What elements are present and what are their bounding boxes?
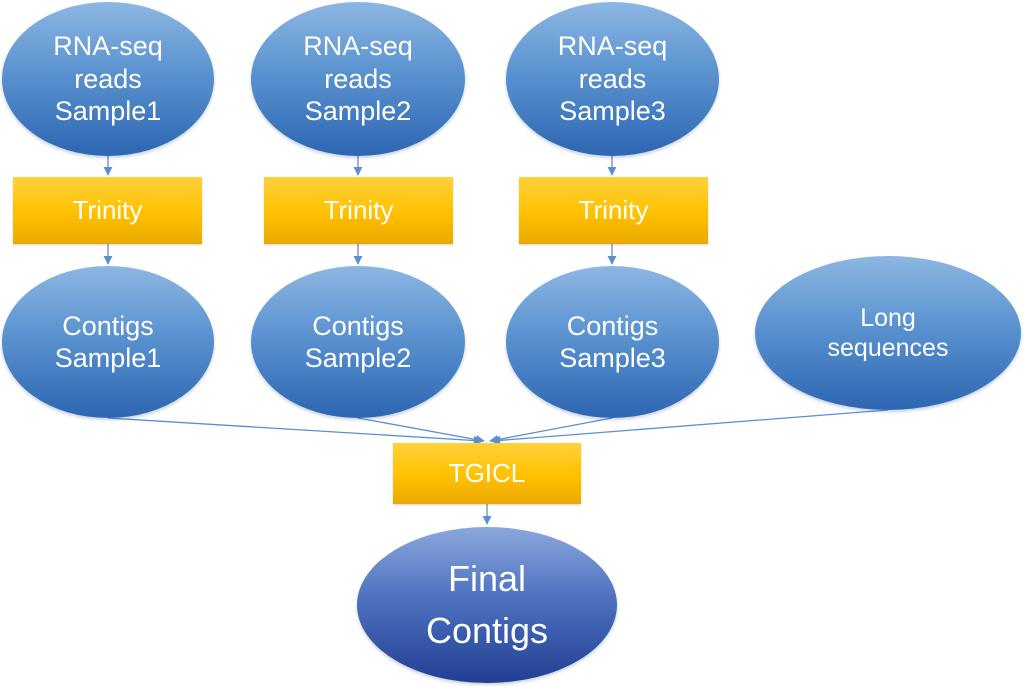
final-contigs-line1: Final xyxy=(447,557,527,599)
long-sequences-node: Long sequences xyxy=(755,256,1021,410)
arrow-long-tgicl xyxy=(491,409,889,445)
reads-sample3-line1: RNA-seq xyxy=(557,31,668,62)
final-contigs-node: Final Contigs xyxy=(357,527,617,683)
arrow-contigs3-tgicl xyxy=(489,417,613,444)
contigs-sample1-node: Contigs Sample1 xyxy=(2,266,214,418)
trinity-box-3: Trinity xyxy=(519,177,708,244)
contigs-sample3-node: Contigs Sample3 xyxy=(506,266,719,418)
arrow-contigs2-tgicl xyxy=(357,417,485,445)
reads-sample3-line2: reads xyxy=(578,63,647,94)
reads-sample1-line3: Sample1 xyxy=(54,96,162,127)
trinity-2-label: Trinity xyxy=(323,194,394,225)
final-contigs-line2: Contigs xyxy=(425,610,549,651)
tgicl-label: TGICL xyxy=(448,457,526,488)
trinity-3-label: Trinity xyxy=(578,194,649,225)
reads-sample2-line1: RNA-seq xyxy=(303,31,413,62)
reads-sample1-line1: RNA-seq xyxy=(53,31,163,62)
reads-sample1-node: RNA-seq reads Sample1 xyxy=(2,2,214,156)
trinity-box-1: Trinity xyxy=(13,177,202,244)
trinity-1-label: Trinity xyxy=(72,194,143,225)
reads-sample3-line3: Sample3 xyxy=(559,96,666,127)
contigs-sample1-line1: Contigs xyxy=(62,310,154,341)
trinity-box-2: Trinity xyxy=(264,177,453,244)
contigs-sample1-line2: Sample1 xyxy=(54,343,162,373)
long-sequences-line1: Long xyxy=(860,304,916,332)
contigs-sample3-line2: Sample3 xyxy=(559,343,666,373)
reads-sample3-node: RNA-seq reads Sample3 xyxy=(506,2,719,156)
tgicl-box: TGICL xyxy=(393,443,581,504)
reads-sample2-line2: reads xyxy=(324,63,392,94)
contigs-sample2-line2: Sample2 xyxy=(304,343,412,373)
contigs-sample2-line1: Contigs xyxy=(312,310,404,341)
reads-sample1-line2: reads xyxy=(74,63,142,94)
contigs-sample2-node: Contigs Sample2 xyxy=(251,266,465,418)
contigs-sample3-line1: Contigs xyxy=(566,310,659,341)
arrow-contigs1-tgicl xyxy=(107,417,483,446)
reads-sample2-line3: Sample2 xyxy=(304,96,412,127)
reads-sample2-node: RNA-seq reads Sample2 xyxy=(251,2,465,156)
long-sequences-line2: sequences xyxy=(827,334,949,362)
